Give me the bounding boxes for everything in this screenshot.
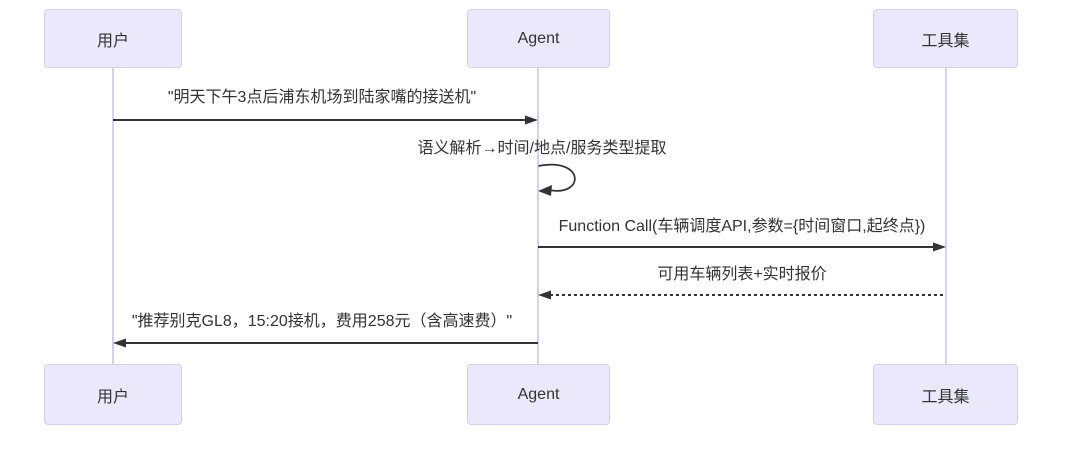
message-label-vehicle-list: 可用车辆列表+实时报价: [657, 266, 827, 283]
actor-user-label: 用户: [96, 32, 129, 50]
message-label-recommendation: "推荐别克GL8，15:20接机，费用258元（含高速费）": [131, 313, 513, 330]
self-loop-curve: [538, 163, 576, 192]
actor-user-label: 用户: [96, 388, 129, 406]
actor-agent-label: Agent: [517, 385, 560, 403]
actor-toolset-bottom: 工具集: [873, 364, 1018, 425]
self-loop-arrowhead-icon: [538, 185, 552, 196]
message-label-function-call: Function Call(车辆调度API,参数={时间窗口,起终点}): [558, 218, 926, 235]
arrowhead-right-icon: [525, 115, 538, 125]
arrowhead-right-icon: [933, 242, 946, 252]
actor-user-bottom: 用户: [44, 364, 182, 425]
actor-toolset-top: 工具集: [873, 9, 1018, 68]
actor-toolset-label: 工具集: [921, 32, 970, 50]
actor-toolset-label: 工具集: [921, 388, 970, 406]
actor-user-top: 用户: [44, 9, 182, 68]
message-label-user-request: "明天下午3点后浦东机场到陆家嘴的接送机": [167, 89, 477, 106]
arrowhead-left-icon: [113, 338, 126, 348]
arrowhead-left-icon: [538, 290, 551, 300]
actor-agent-label: Agent: [517, 29, 560, 47]
message-label-semantic-parse: 语义解析→时间/地点/服务类型提取: [417, 140, 667, 157]
actor-agent-top: Agent: [467, 9, 610, 68]
actor-agent-bottom: Agent: [467, 364, 610, 425]
